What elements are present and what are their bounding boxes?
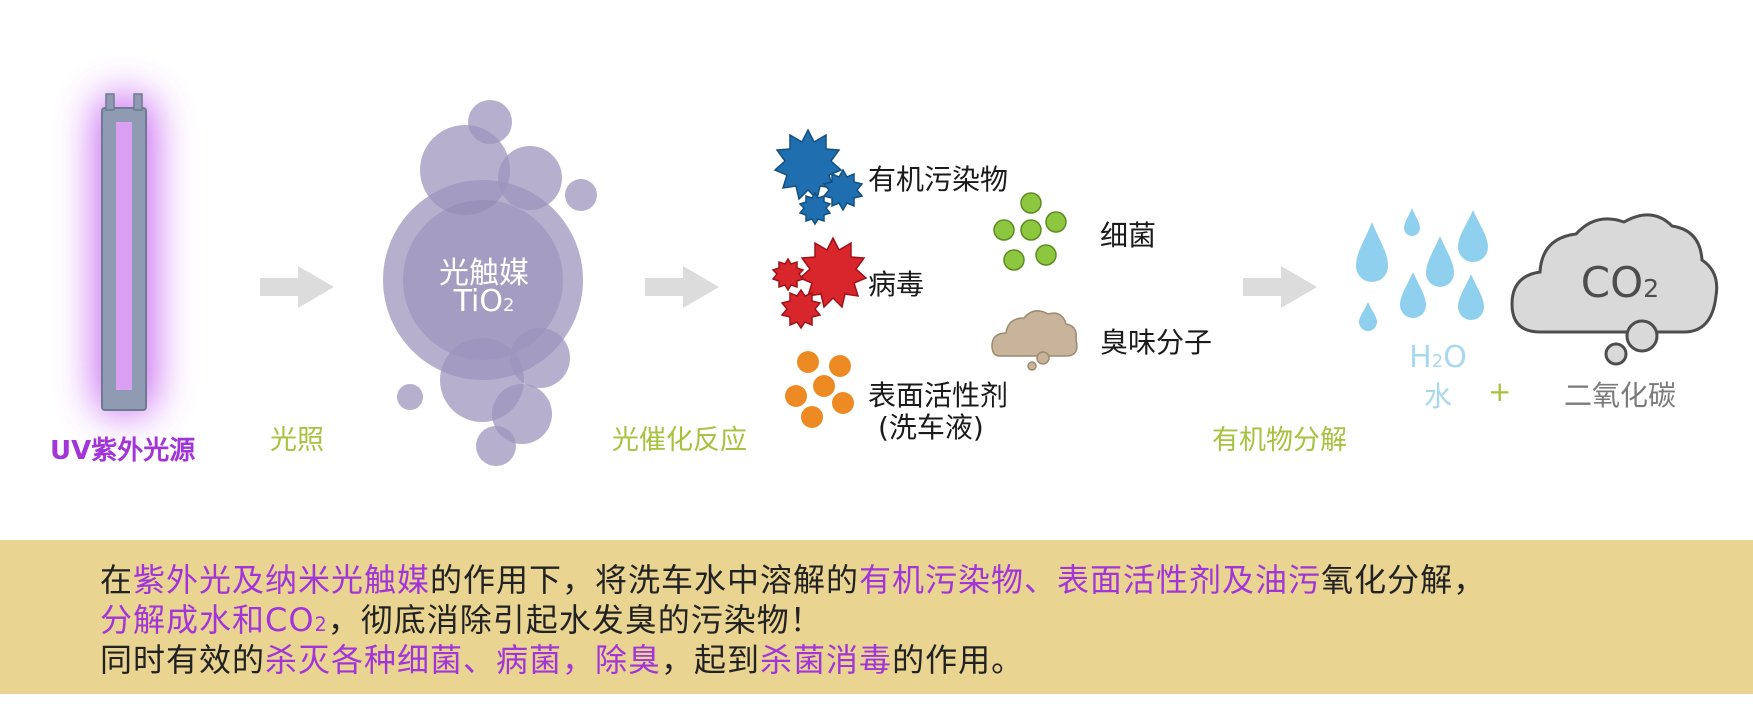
surfactant-icon — [785, 351, 854, 428]
water-label: 水 — [1423, 380, 1452, 413]
photocatalysis-diagram: UV紫外光源 光触媒 TiO2 光照 光催化反应 有机物分解 有机污染物 病毒 … — [50, 93, 1719, 466]
uv-source-label: UV紫外光源 — [50, 436, 196, 466]
pollutant-bacteria-label: 细菌 — [1100, 219, 1157, 252]
pollutant-odor-label: 臭味分子 — [1100, 326, 1213, 359]
catalyst-name: 光触媒 — [439, 256, 529, 291]
co2-formula: CO2 — [1580, 258, 1660, 307]
pollutant-surfactant-sublabel: (洗车液) — [878, 411, 984, 444]
step-label-photocatalytic-reaction: 光催化反应 — [612, 425, 747, 456]
caption-line-2: 分解成水和CO2，彻底消除引起水发臭的污染物！ — [100, 601, 823, 639]
organic-pollutant-icon — [773, 128, 864, 226]
arrow-right-icon — [1243, 266, 1317, 308]
odor-cloud-icon — [991, 310, 1078, 371]
pollutant-surfactant-label: 表面活性剂 — [868, 379, 1009, 412]
bacteria-icon — [993, 192, 1067, 271]
water-formula: H2O — [1409, 340, 1467, 375]
step-label-decomposition: 有机物分解 — [1212, 425, 1347, 456]
arrow-right-icon — [260, 266, 334, 308]
catalyst-formula: TiO2 — [453, 284, 515, 319]
co2-label: 二氧化碳 — [1563, 379, 1676, 412]
water-drops-icon — [1356, 208, 1488, 331]
diagram-graphics — [95, 93, 1719, 466]
caption-line-1: 在紫外光及纳米光触媒的作用下，将洗车水中溶解的有机污染物、表面活性剂及油污氧化分… — [100, 561, 1487, 599]
uv-lamp-icon — [95, 93, 155, 415]
pollutant-organic-label: 有机污染物 — [868, 163, 1009, 196]
photocatalyst-bubbles — [383, 100, 597, 466]
plus-sign: + — [1488, 375, 1512, 408]
virus-icon — [771, 236, 868, 330]
pollutant-virus-label: 病毒 — [868, 268, 925, 301]
co2-cloud-icon — [1510, 213, 1719, 366]
arrow-right-icon — [645, 266, 719, 308]
caption-banner — [0, 540, 1753, 694]
step-label-illumination: 光照 — [270, 425, 324, 456]
caption-line-3: 同时有效的杀灭各种细菌、病菌，除臭，起到杀菌消毒的作用。 — [100, 641, 1025, 679]
